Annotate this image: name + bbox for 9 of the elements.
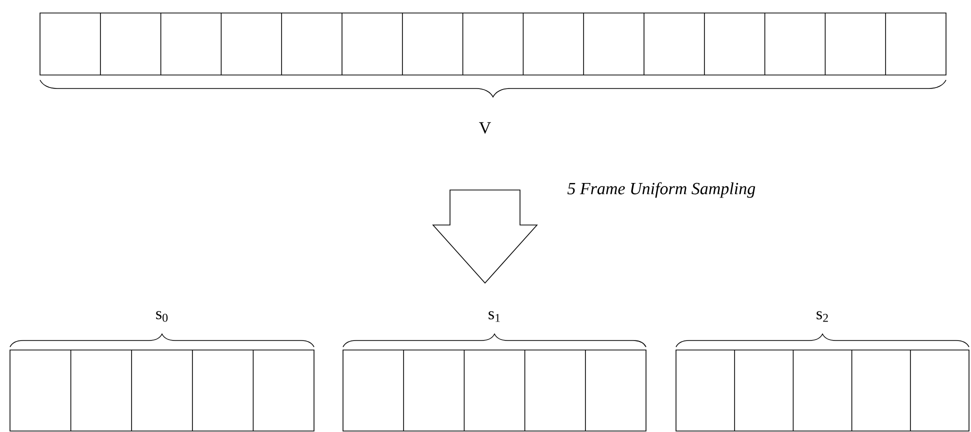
frame-strip bbox=[10, 350, 314, 432]
brace-label: V bbox=[479, 122, 491, 134]
brace-label: s$_{1}$ bbox=[488, 311, 500, 322]
brace-label: s$_{2}$ bbox=[816, 311, 828, 322]
frame-strip bbox=[40, 12, 946, 76]
frame-strip bbox=[342, 350, 646, 432]
brace-label: s$_{0}$ bbox=[156, 311, 168, 322]
caption-text: 5 Frame Uniform Sampling bbox=[567, 182, 756, 198]
frame-strip bbox=[676, 350, 970, 432]
